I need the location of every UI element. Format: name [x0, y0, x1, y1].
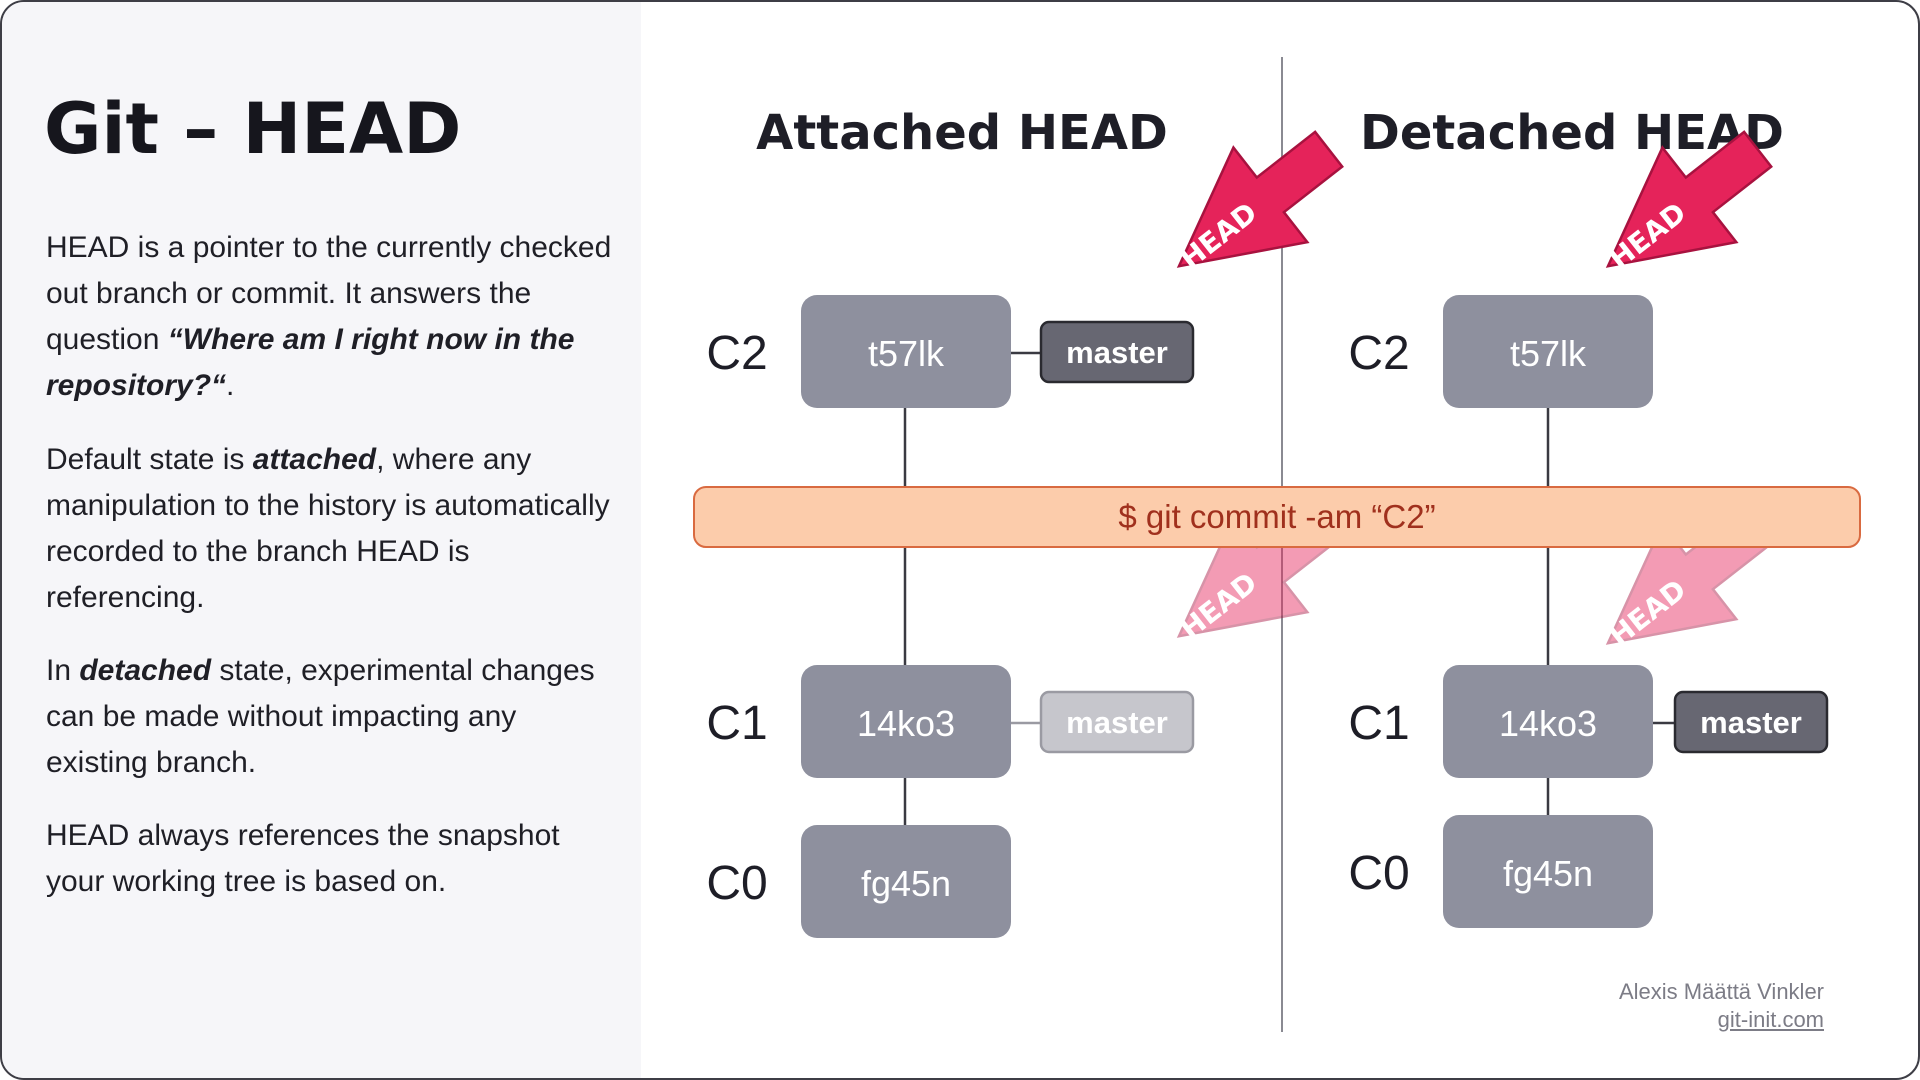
command-text: $ git commit -am “C2” — [1118, 498, 1435, 535]
commit-label: C1 — [706, 697, 767, 750]
paragraph-text: HEAD always references the snapshot your… — [46, 819, 560, 898]
head-arrow: HEAD — [1174, 130, 1344, 276]
paragraph-text: state, experimental changes can be made … — [46, 654, 595, 779]
paragraph-text: HEAD is a pointer to the currently check… — [46, 231, 612, 356]
commit-hash: t57lk — [868, 333, 945, 374]
site-link[interactable]: git-init.com — [1717, 1007, 1824, 1032]
commit-label: C2 — [706, 327, 767, 380]
sidebar: Git – HEAD HEAD is a pointer to the curr… — [2, 2, 641, 1078]
branch-pointer-previous — [1039, 690, 1195, 754]
description-paragraph: HEAD always references the snapshot your… — [46, 813, 626, 905]
commit-node — [801, 825, 1011, 938]
commit-hash: 14ko3 — [1499, 703, 1597, 744]
commit-label: C2 — [1348, 327, 1409, 380]
commit-hash: 14ko3 — [857, 703, 955, 744]
branch-pointer — [1039, 320, 1195, 384]
commit-hash: t57lk — [1510, 333, 1587, 374]
paragraph-emphasis: “Where am I right now in the repository?… — [46, 323, 575, 402]
commit-hash: fg45n — [1503, 853, 1593, 894]
command-banner — [693, 486, 1861, 548]
description-paragraph: HEAD is a pointer to the currently check… — [46, 225, 626, 409]
attached-title: Attached HEAD — [756, 105, 1168, 161]
detached-title: Detached HEAD — [1360, 105, 1784, 161]
paragraph-text: Default state is — [46, 443, 253, 476]
paragraph-emphasis: detached — [79, 654, 212, 687]
attached-column: C2 t57lk C1 14ko3 C0 fg45n master master… — [706, 130, 1344, 938]
description-paragraph: In detached state, experimental changes … — [46, 648, 626, 786]
detached-column: C2 t57lk C1 14ko3 C0 fg45n master HEAD H… — [1348, 130, 1829, 928]
commit-node — [1443, 815, 1653, 928]
commit-node — [1443, 295, 1653, 408]
branch-pointer — [1673, 690, 1829, 754]
author-name: Alexis Määttä Vinkler — [1618, 979, 1824, 1004]
commit-node — [1443, 665, 1653, 778]
branch-label: master — [1700, 705, 1802, 740]
paragraph-text: , where any manipulation to the history … — [46, 443, 610, 614]
branch-label: master — [1066, 335, 1168, 370]
commit-label: C1 — [1348, 697, 1409, 750]
page-title: Git – HEAD — [44, 88, 462, 170]
paragraph-emphasis: attached — [252, 443, 377, 476]
commit-hash: fg45n — [861, 863, 951, 904]
credit: Alexis Määttä Vinkler git-init.com — [1619, 978, 1824, 1034]
description-paragraph: Default state is attached, where any man… — [46, 437, 626, 621]
commit-node — [801, 665, 1011, 778]
commit-label: C0 — [1348, 847, 1409, 900]
branch-label: master — [1066, 705, 1168, 740]
paragraph-text: . — [226, 369, 235, 402]
commit-node — [801, 295, 1011, 408]
paragraph-text: In — [46, 654, 80, 687]
commit-label: C0 — [706, 857, 767, 910]
